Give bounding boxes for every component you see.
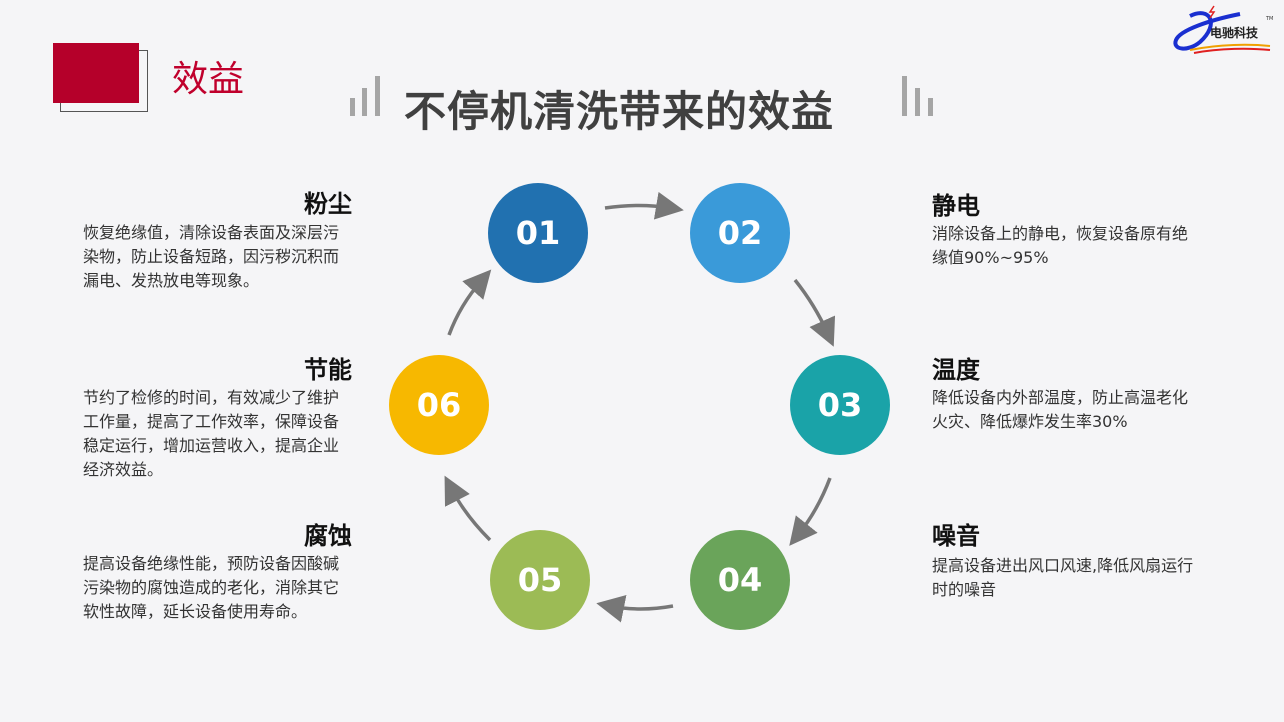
decor-bar — [350, 98, 355, 116]
step-circle-01: 01 — [488, 183, 588, 283]
benefit-desc-temperature: 降低设备内外部温度，防止高温老化火灾、降低爆炸发生率30% — [932, 388, 1189, 431]
benefit-title-noise: 噪音 — [932, 522, 980, 550]
benefit-title-temperature: 温度 — [932, 356, 980, 384]
benefit-title-corrosion: 腐蚀 — [304, 522, 352, 550]
arrow-06-01 — [447, 269, 492, 336]
decor-bar — [928, 98, 933, 116]
decor-bar — [902, 76, 907, 116]
benefit-desc-dust: 恢复绝缘值，清除设备表面及深层污染物，防止设备短路，因污秽沉积而漏电、发热放电等… — [83, 223, 340, 290]
decor-bar — [375, 76, 380, 116]
arrow-04-05 — [596, 595, 674, 623]
step-circle-02: 02 — [690, 183, 790, 283]
benefit-title-static: 静电 — [932, 192, 980, 220]
arrow-01-02 — [604, 191, 684, 220]
benefit-title-dust: 粉尘 — [304, 190, 352, 218]
decor-bar — [362, 88, 367, 116]
section-label: 效益 — [172, 59, 245, 100]
step-circle-05: 05 — [490, 530, 590, 630]
decor-red-box — [53, 43, 139, 103]
page-title: 不停机清洗带来的效益 — [404, 87, 835, 136]
decor-bar — [915, 88, 920, 116]
company-logo: 电驰科技 TM — [1170, 4, 1280, 56]
arrow-02-03 — [793, 278, 836, 347]
benefit-desc-energy: 节约了检修的时间，有效减少了维护工作量，提高了工作效率，保障设备稳定运行，增加运… — [83, 388, 340, 479]
step-circle-03: 03 — [790, 355, 890, 455]
svg-text:TM: TM — [1265, 16, 1273, 22]
arrow-03-04 — [789, 477, 832, 546]
arrow-05-06 — [444, 475, 492, 542]
logo-text: 电驰科技 — [1210, 25, 1259, 40]
benefit-desc-corrosion: 提高设备绝缘性能，预防设备因酸碱污染物的腐蚀造成的老化，消除其它软性故障，延长设… — [83, 554, 340, 621]
benefit-desc-noise: 提高设备进出风口风速,降低风扇运行时的噪音 — [932, 556, 1194, 599]
benefit-desc-static: 消除设备上的静电，恢复设备原有绝缘值90%~95% — [932, 224, 1189, 267]
step-circle-06: 06 — [389, 355, 489, 455]
benefit-title-energy: 节能 — [304, 356, 352, 384]
step-circle-04: 04 — [690, 530, 790, 630]
